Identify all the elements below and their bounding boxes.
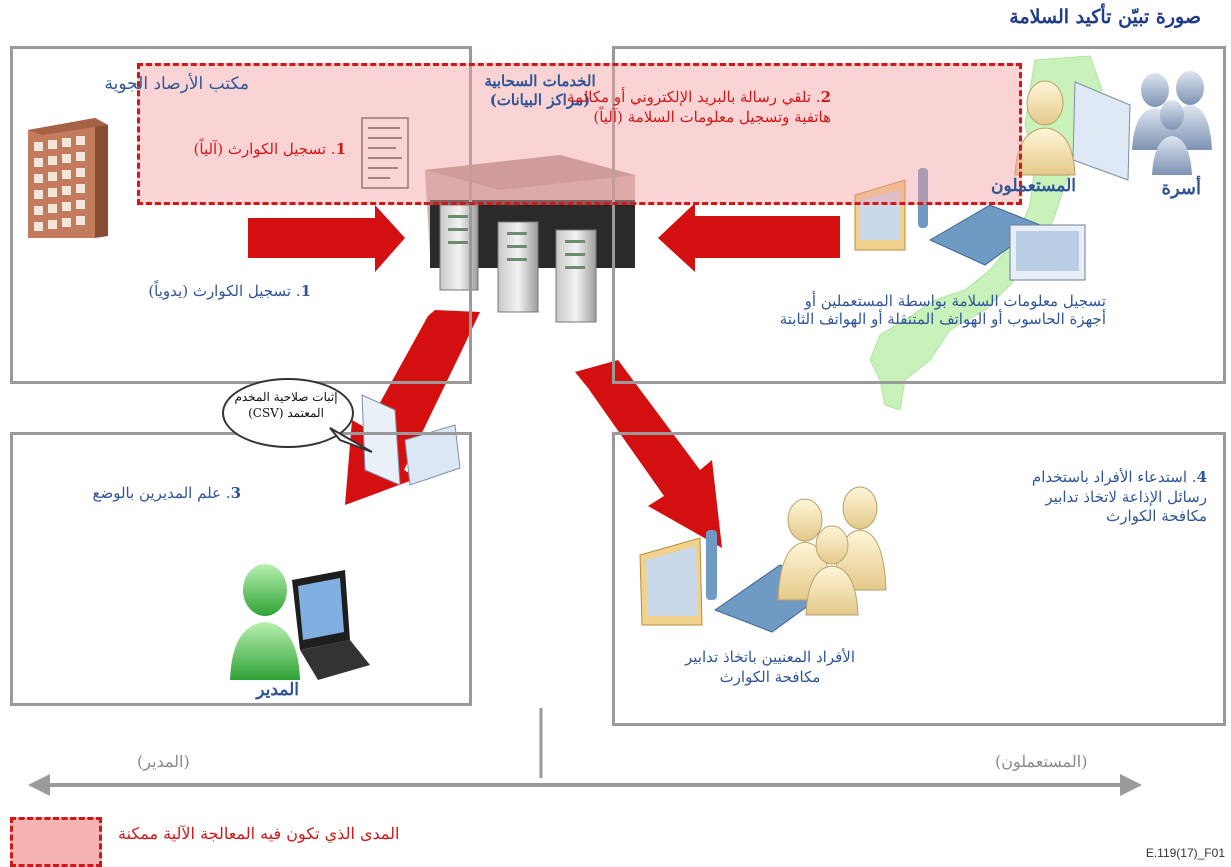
phone-icon xyxy=(918,168,1042,266)
step-text: . استدعاء الأفراد باستخدام xyxy=(1031,468,1197,486)
manager-label: المدير xyxy=(256,680,299,700)
user-person-icon xyxy=(1014,80,1076,176)
step-text: . علم المديرين بالوضع xyxy=(92,484,231,502)
auto-safety-registration: 2. تلقي رسالة بالبريد الإلكتروني أو مكال… xyxy=(567,88,831,127)
manager-icon xyxy=(230,564,370,680)
call-responders-line: 4. استدعاء الأفراد باستخدام xyxy=(1032,468,1207,488)
responders-label: الأفراد المعنيين باتخاذ تدابير مكافحة ال… xyxy=(640,648,900,687)
responders-icon xyxy=(777,486,887,616)
responders-label-line: الأفراد المعنيين باتخاذ تدابير xyxy=(684,648,855,666)
csv-label: إثبات صلاحية المخدم المعتمد (CSV) xyxy=(222,389,350,421)
managers-informed-label: 3. علم المديرين بالوضع xyxy=(92,484,241,502)
user-registration-line: تسجيل معلومات السلامة بواسطة المستعملين … xyxy=(804,292,1106,310)
step-text: . تسجيل الكوارث (آلياً) xyxy=(193,140,336,158)
arrow-users-to-cloud xyxy=(658,203,840,272)
axis-right-label: (المستعملون) xyxy=(995,752,1088,771)
users-panel xyxy=(612,46,1226,384)
users-label: المستعملون xyxy=(991,176,1076,196)
legend-swatch xyxy=(10,817,102,867)
server-icon xyxy=(439,204,597,323)
cloud-label-line: (مراكز البيانات) xyxy=(489,90,591,109)
computer-icon xyxy=(1009,224,1086,281)
manager-panel xyxy=(10,432,472,706)
building-icon xyxy=(28,118,108,238)
auto-disaster-registration: 1. تسجيل الكوارث (آلياً) xyxy=(194,140,346,158)
step-number: 1 xyxy=(335,140,346,158)
step-text: . تسجيل الكوارث (يدوياً) xyxy=(148,282,301,300)
family-label: أسرة xyxy=(1161,178,1201,199)
automation-region xyxy=(137,63,1022,205)
perspective-axis xyxy=(28,708,1142,796)
auto-safety-line: هاتفية وتسجيل معلومات السلامة (آلياً) xyxy=(593,107,831,126)
arrow-cloud-to-responders xyxy=(575,360,722,548)
call-responders-text: 4. استدعاء الأفراد باستخدام رسائل الإذاع… xyxy=(1032,468,1207,527)
responders-label-line: مكافحة الكوارث xyxy=(719,667,821,686)
arrow-office-to-cloud xyxy=(248,205,405,272)
call-responders-line: رسائل الإذاعة لاتخاذ تدابير xyxy=(1045,487,1207,506)
family-icon xyxy=(1132,71,1212,175)
responders-panel xyxy=(612,432,1226,726)
weather-office-label: مكتب الأرصاد الجوية xyxy=(104,74,249,94)
step-number: 4 xyxy=(1196,468,1207,486)
user-registration-line: أجهزة الحاسوب أو الهواتف المتنقلة أو اله… xyxy=(779,310,1106,328)
step-number: 1 xyxy=(300,282,311,300)
csv-label-line: إثبات صلاحية المخدم xyxy=(234,390,338,404)
figure-title: صورة تبيّن تأكيد السلامة xyxy=(1009,6,1201,28)
auto-safety-line: 2. تلقي رسالة بالبريد الإلكتروني أو مكال… xyxy=(567,88,831,108)
csv-label-line: المعتمد (CSV) xyxy=(248,406,324,421)
step-text: . تلقي رسالة بالبريد الإلكتروني أو مكالم… xyxy=(566,88,821,106)
screen-icon xyxy=(1072,81,1131,181)
weather-office-panel xyxy=(10,46,472,384)
manual-disaster-registration: 1. تسجيل الكوارث (يدوياً) xyxy=(148,282,311,300)
user-registration-text: تسجيل معلومات السلامة بواسطة المستعملين … xyxy=(780,292,1106,328)
call-responders-line: مكافحة الكوارث xyxy=(1106,507,1207,525)
step-number: 3 xyxy=(230,484,241,502)
certificate-icon xyxy=(361,394,461,486)
cloud-services-label: الخدمات السحابية (مراكز البيانات) xyxy=(470,72,610,110)
figure-id: E.119(17)_F01 xyxy=(1145,846,1225,860)
step-number: 2 xyxy=(820,88,831,106)
axis-left-label: (المدير) xyxy=(137,752,190,771)
legend-label: المدى الذي تكون فيه المعالجة الآلية ممكن… xyxy=(118,824,400,843)
responder-envelope-icon xyxy=(639,537,703,626)
cloud-label-line: الخدمات السحابية xyxy=(484,72,596,90)
document-icon xyxy=(361,117,409,189)
